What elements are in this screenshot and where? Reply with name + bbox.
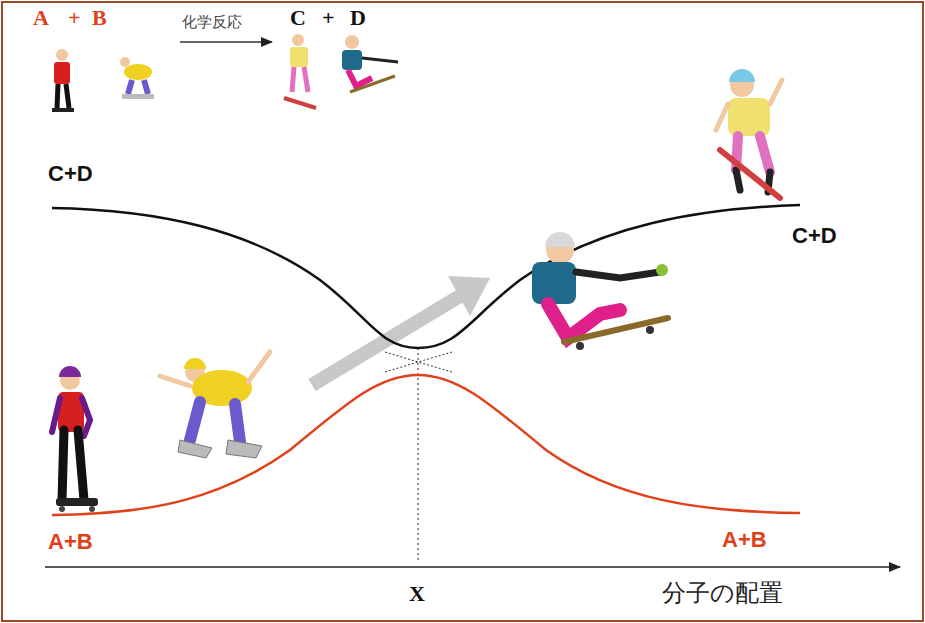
plus-sign: +: [68, 6, 81, 30]
curve-label: C+D: [792, 224, 837, 248]
curve-label: C+D: [48, 162, 93, 186]
reaction-arrow: [180, 41, 272, 43]
product-letter: D: [350, 6, 366, 30]
reaction-label: 化学反応: [182, 14, 242, 31]
diabatic-crossing: [385, 352, 452, 372]
reactant-letter: B: [92, 6, 107, 30]
progress-arrow-shaft: [312, 296, 460, 385]
small-skater-c: [284, 34, 316, 108]
skater-standing: [52, 366, 98, 512]
upper-energy-curve: [52, 205, 800, 348]
plus-sign: +: [322, 6, 335, 30]
product-letter: C: [290, 6, 306, 30]
skater-board-standing: [716, 69, 782, 198]
axis-arrow: [45, 566, 900, 568]
lower-energy-curve: [52, 375, 800, 515]
skater-board-crouch: [532, 232, 668, 350]
small-skater-d: [342, 35, 398, 92]
small-skater-b: [120, 57, 154, 99]
curve-label: A+B: [722, 528, 767, 552]
small-skater-a: [52, 49, 74, 112]
reactant-letter: A: [33, 6, 49, 30]
crossing-point-label: X: [409, 582, 425, 606]
axis-label: 分子の配置: [662, 580, 783, 606]
skater-crouching: [160, 352, 270, 458]
curve-label: A+B: [48, 530, 93, 554]
crossing-guide: [418, 348, 419, 563]
